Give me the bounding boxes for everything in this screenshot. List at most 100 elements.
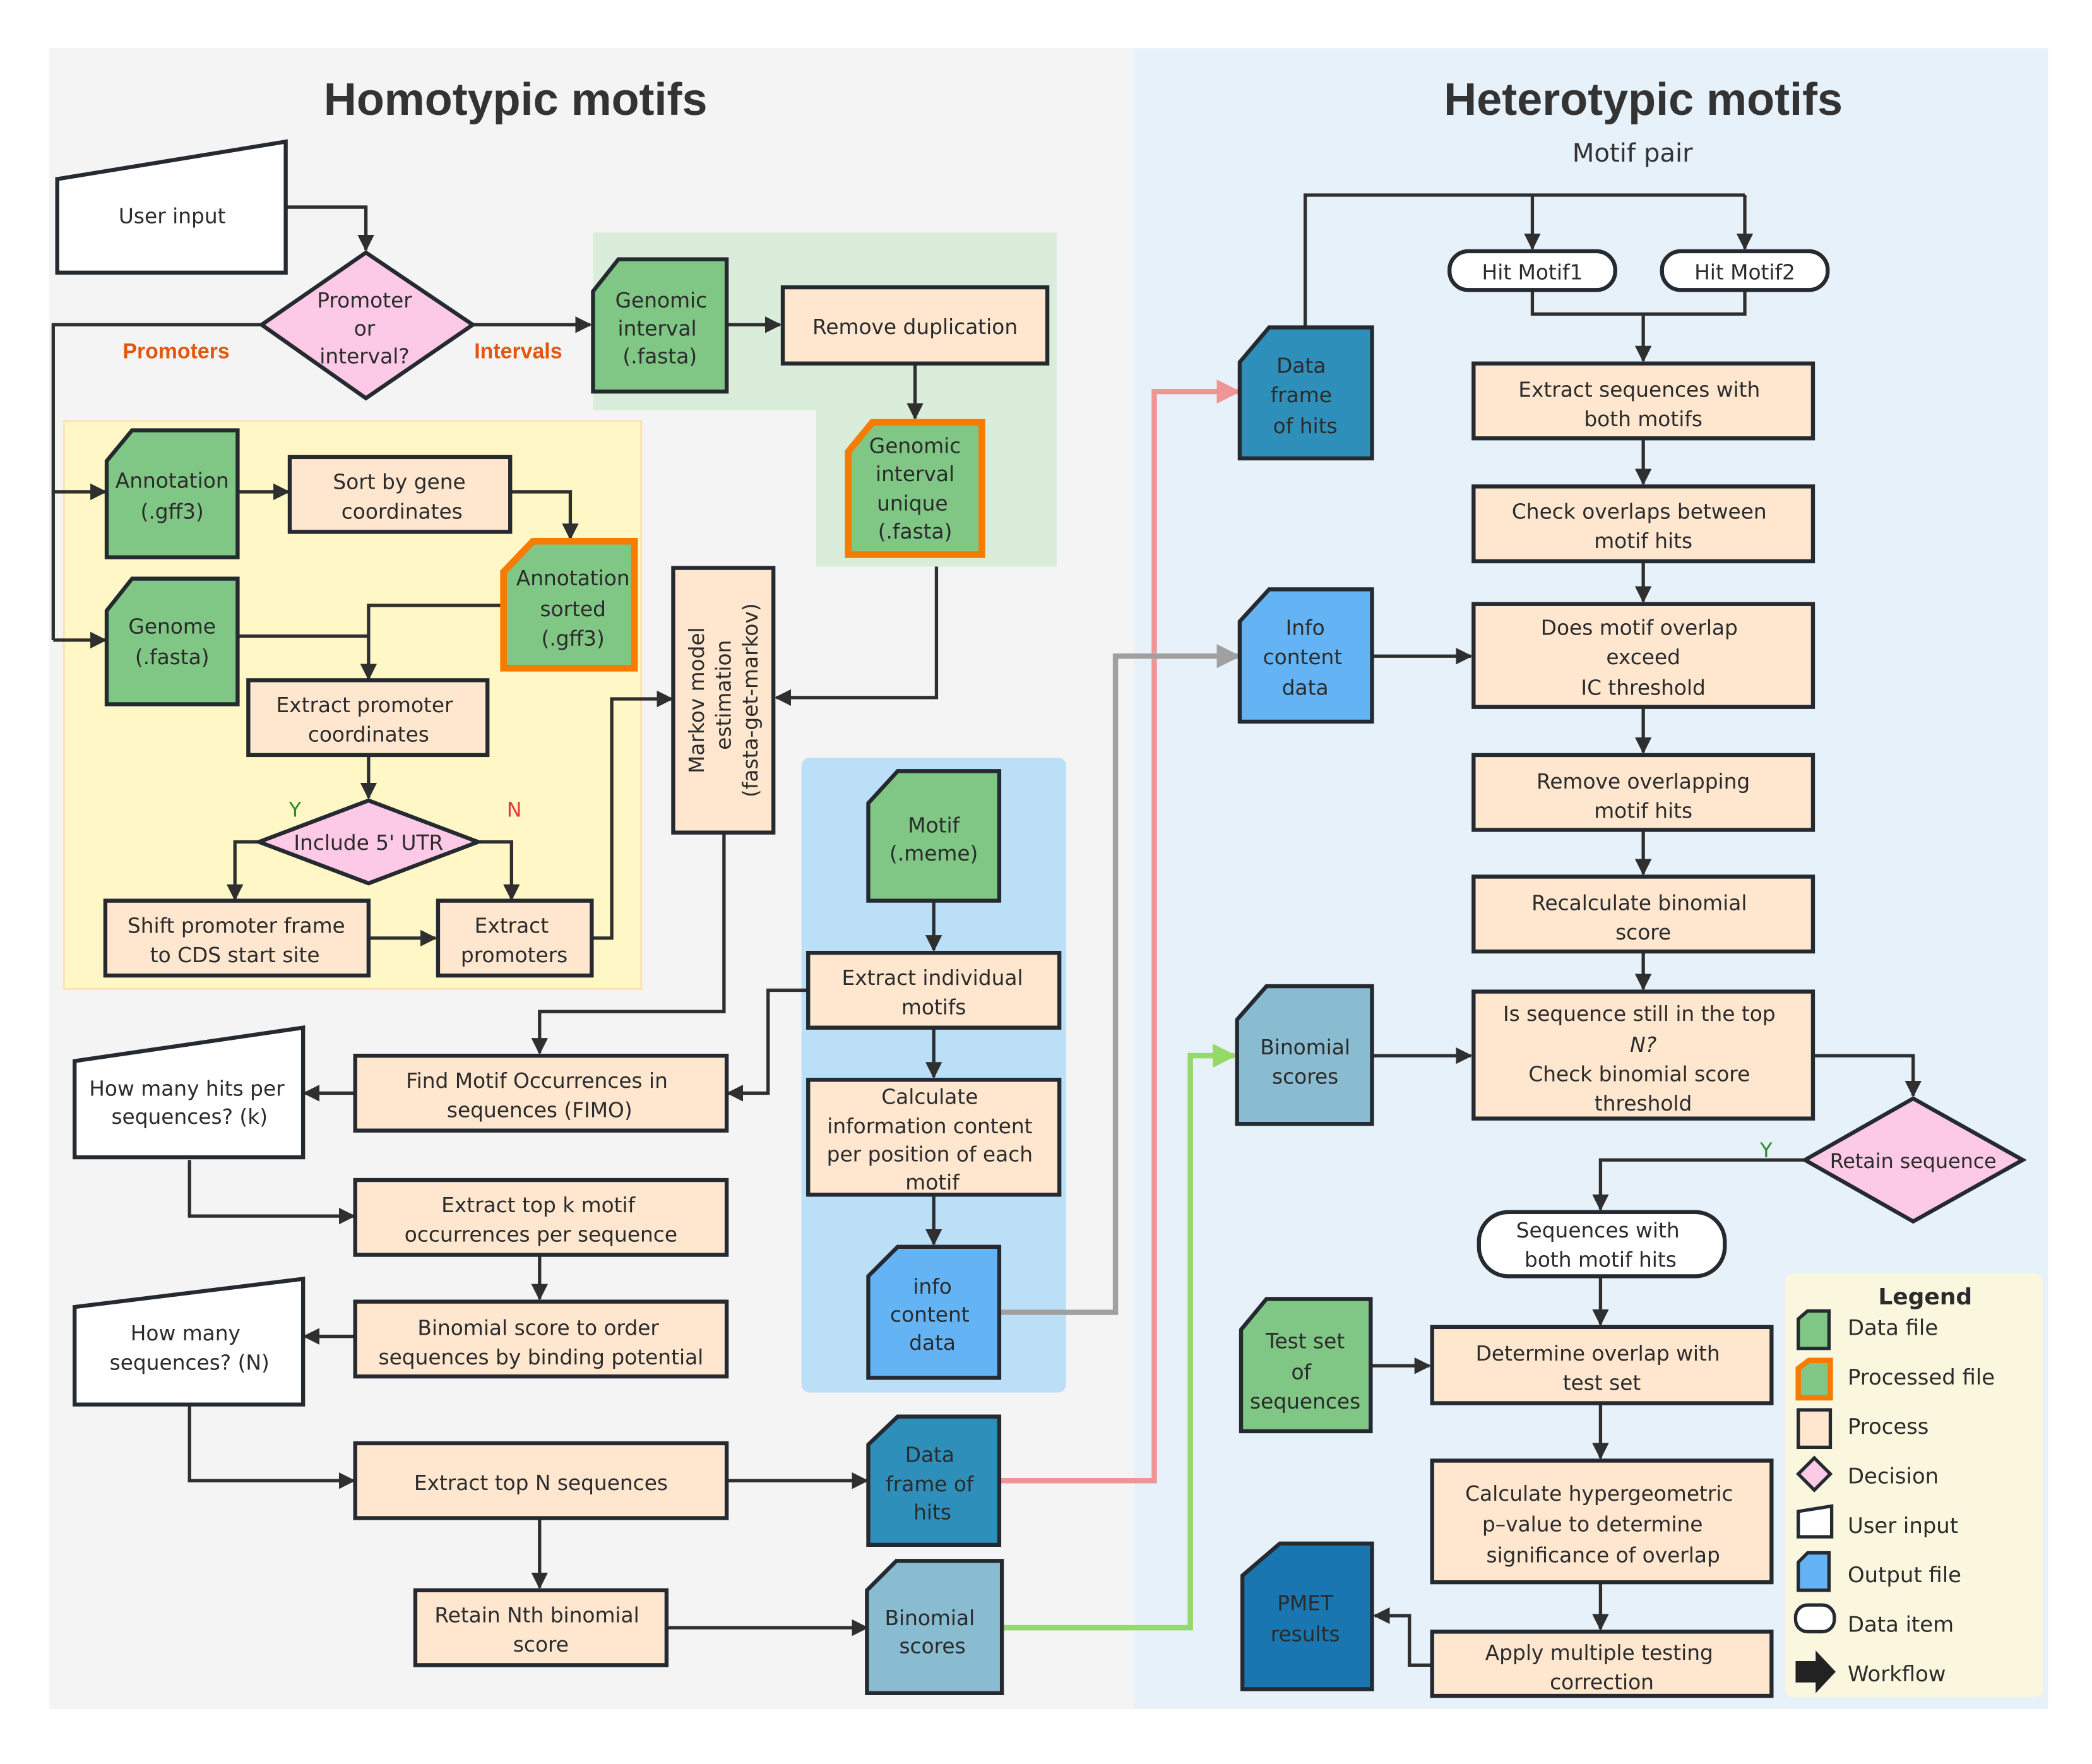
svg-text:Shift promoter frame: Shift promoter frame — [128, 914, 345, 938]
user-input-hits-per-sequence: How many hits per sequences? (k) — [73, 1025, 306, 1160]
svg-text:frame of: frame of — [886, 1472, 975, 1496]
pmet-results-output-file: PMET results — [1240, 1541, 1374, 1691]
data-frame-of-hits-file-left: Data frame of hits — [866, 1414, 1002, 1547]
svg-text:Data file: Data file — [1848, 1316, 1938, 1340]
extract-promoter-coordinates-process: Extract promoter coordinates — [246, 678, 490, 758]
svg-text:Extract sequences with: Extract sequences with — [1518, 378, 1760, 402]
legend: Legend Data file Processed file Process … — [1785, 1273, 2043, 1698]
svg-text:Include 5' UTR: Include 5' UTR — [294, 831, 443, 855]
does-overlap-exceed-process: Does motif overlap exceed IC threshold — [1471, 602, 1816, 709]
svg-text:Remove overlapping: Remove overlapping — [1536, 770, 1750, 794]
legend-item-workflow: Workflow — [1795, 1650, 1946, 1693]
svg-text:N?: N? — [1630, 1033, 1656, 1057]
svg-text:correction: correction — [1550, 1670, 1654, 1694]
svg-text:Hit Motif1: Hit Motif1 — [1482, 260, 1583, 284]
svg-text:Calculate hypergeometric: Calculate hypergeometric — [1465, 1482, 1733, 1506]
extract-individual-motifs-process: Extract individual motifs — [806, 951, 1062, 1030]
svg-text:frame: frame — [1271, 383, 1332, 407]
legend-item-processed-file: Processed file — [1795, 1357, 1995, 1401]
svg-text:test set: test set — [1563, 1371, 1641, 1395]
extract-promoters-process: Extract promoters — [436, 898, 594, 978]
svg-text:(.gff3): (.gff3) — [141, 499, 204, 523]
svg-text:interval: interval — [876, 462, 954, 486]
retain-nth-binomial-process: Retain Nth binomial score — [413, 1588, 669, 1667]
processed-file-icon — [1795, 1357, 1833, 1401]
svg-text:sequences by binding potential: sequences by binding potential — [379, 1345, 704, 1369]
svg-text:Data: Data — [1276, 354, 1326, 378]
hit-motif1-data-item: Hit Motif1 — [1447, 249, 1617, 292]
legend-item-user-input: User input — [1797, 1504, 1958, 1539]
svg-text:content: content — [1263, 645, 1343, 669]
svg-text:Test set: Test set — [1265, 1330, 1345, 1354]
determine-overlap-process: Determine overlap with test set — [1430, 1325, 1774, 1405]
svg-text:score: score — [513, 1633, 569, 1657]
svg-text:information content: information content — [827, 1114, 1032, 1138]
svg-text:of hits: of hits — [1273, 414, 1338, 438]
svg-text:Annotation: Annotation — [116, 469, 229, 493]
find-motif-occurrences-process: Find Motif Occurrences in sequences (FIM… — [353, 1053, 729, 1133]
extract-top-n-process: Extract top N sequences — [353, 1441, 729, 1520]
svg-text:data: data — [1282, 676, 1329, 700]
svg-text:Binomial: Binomial — [1260, 1035, 1350, 1059]
shift-promoter-process: Shift promoter frame to CDS start site — [103, 898, 371, 978]
svg-text:Binomial score to order: Binomial score to order — [417, 1316, 659, 1340]
svg-text:sorted: sorted — [540, 597, 606, 621]
svg-text:coordinates: coordinates — [308, 723, 429, 747]
svg-text:Determine overlap with: Determine overlap with — [1476, 1342, 1720, 1366]
svg-text:motifs: motifs — [901, 996, 966, 1020]
svg-text:Extract promoter: Extract promoter — [276, 693, 453, 717]
svg-text:(.meme): (.meme) — [889, 842, 978, 866]
svg-text:p–value to determine: p–value to determine — [1482, 1513, 1703, 1537]
heterotypic-subtitle: Motif pair — [1572, 139, 1693, 168]
remove-overlapping-process: Remove overlapping motif hits — [1471, 753, 1816, 832]
heterotypic-title: Heterotypic motifs — [1444, 74, 1843, 125]
decision-icon — [1795, 1455, 1833, 1493]
yes-label-utr: Y — [288, 799, 302, 821]
data-file-icon — [1797, 1309, 1831, 1350]
svg-text:sequences: sequences — [1250, 1390, 1360, 1414]
svg-text:Motif: Motif — [908, 814, 960, 838]
svg-text:Genome: Genome — [128, 614, 216, 638]
user-input-icon — [1797, 1504, 1834, 1539]
svg-text:Retain sequence: Retain sequence — [1830, 1150, 1997, 1173]
markov-model-process: Markov model estimation (fasta-get-marko… — [671, 566, 776, 835]
legend-item-output-file: Output file — [1797, 1551, 1961, 1592]
edge-data-frame-to-heterotypic — [1001, 379, 1241, 1484]
homotypic-title: Homotypic motifs — [324, 74, 708, 125]
edges-homotypic — [51, 205, 942, 1636]
legend-item-data-file: Data file — [1797, 1309, 1938, 1350]
svg-text:Data: Data — [905, 1443, 954, 1467]
svg-text:Genomic: Genomic — [615, 289, 708, 313]
hypergeometric-process: Calculate hypergeometric p–value to dete… — [1430, 1458, 1774, 1585]
annotation-file: Annotation (.gff3) — [104, 428, 240, 559]
genome-file: Genome (.fasta) — [104, 576, 240, 706]
remove-duplication-process: Remove duplication — [780, 285, 1050, 366]
calculate-ic-process: Calculate information content per positi… — [806, 1078, 1062, 1197]
multiple-testing-process: Apply multiple testing correction — [1430, 1630, 1774, 1698]
svg-text:User input: User input — [119, 204, 226, 228]
svg-text:score: score — [1615, 921, 1671, 945]
still-in-top-n-process: Is sequence still in the top N? Check bi… — [1471, 989, 1816, 1121]
svg-text:Processed file: Processed file — [1848, 1365, 1995, 1390]
svg-text:of: of — [1291, 1360, 1312, 1384]
info-content-output-file: info content data — [866, 1244, 1002, 1380]
svg-text:info: info — [913, 1275, 952, 1299]
svg-text:(.fasta): (.fasta) — [135, 645, 210, 669]
legend-item-decision: Decision — [1795, 1455, 1939, 1493]
svg-text:Legend: Legend — [1878, 1284, 1972, 1310]
svg-text:significance of overlap: significance of overlap — [1486, 1543, 1720, 1567]
svg-text:(.gff3): (.gff3) — [542, 626, 605, 650]
svg-text:Markov model: Markov model — [685, 627, 709, 773]
svg-text:Output file: Output file — [1848, 1563, 1961, 1587]
yes-label-retain: Y — [1759, 1140, 1773, 1162]
test-set-file: Test set of sequences — [1239, 1297, 1373, 1434]
svg-text:Remove duplication: Remove duplication — [812, 315, 1018, 339]
svg-text:promoters: promoters — [461, 943, 568, 967]
svg-text:hits: hits — [913, 1501, 951, 1525]
branch-label-promoters: Promoters — [122, 339, 229, 363]
svg-text:both motif hits: both motif hits — [1524, 1248, 1677, 1272]
svg-text:User input: User input — [1848, 1513, 1958, 1538]
svg-text:interval?: interval? — [319, 345, 409, 369]
svg-text:Hit Motif2: Hit Motif2 — [1694, 260, 1795, 284]
